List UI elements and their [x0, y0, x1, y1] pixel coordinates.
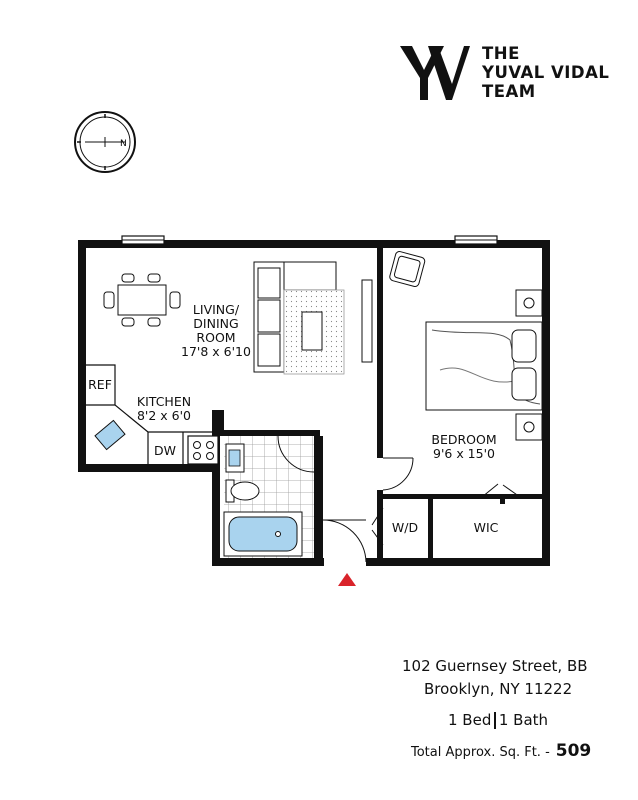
compass-north-letter: N: [120, 139, 127, 149]
armchair-icon: [389, 251, 426, 288]
sqft-value: 509: [555, 741, 592, 761]
kitchen-counters: [86, 364, 212, 464]
bathtub-icon: [223, 511, 303, 557]
wic-label: WIC: [474, 520, 499, 535]
bedroom-name: BEDROOM: [431, 432, 496, 447]
nightstand-top-icon: [515, 289, 543, 317]
address-line-1: 102 Guernsey Street, BB: [402, 657, 588, 675]
beds-count: 1 Bed: [448, 711, 492, 729]
brand-name-line-2: YUVAL VIDAL: [482, 63, 610, 82]
dining-table-icon: [103, 273, 181, 327]
floor-plan: N: [74, 111, 550, 586]
kitchen-label: KITCHEN 8'2 x 6'0: [137, 394, 191, 423]
baths-count: 1 Bath: [498, 711, 549, 729]
bedroom-label: BEDROOM 9'6 x 15'0: [431, 432, 496, 461]
nightstand-bottom-icon: [515, 413, 543, 441]
living-name-line-2: DINING: [193, 316, 238, 331]
living-room-label: LIVING/ DINING ROOM 17'8 x 6'10: [181, 302, 251, 359]
dw-label: DW: [154, 443, 176, 458]
address-line-2: Brooklyn, NY 11222: [424, 680, 573, 698]
living-name-line-3: ROOM: [196, 330, 235, 345]
entry-door: [322, 519, 367, 563]
tv-console-icon: [361, 279, 373, 363]
ref-label: REF: [88, 377, 112, 392]
brand-name-line-1: THE: [482, 44, 520, 63]
walls: [78, 240, 550, 566]
bed-bath-divider: [494, 711, 496, 729]
compass-icon: N: [74, 111, 136, 173]
kitchen-dimensions: 8'2 x 6'0: [137, 408, 191, 423]
wd-door: [371, 507, 384, 546]
kitchen-name: KITCHEN: [137, 394, 191, 409]
bathroom-door: [277, 435, 315, 473]
brand-name: THE YUVAL VIDAL TEAM: [482, 44, 609, 101]
stove-icon: [187, 435, 219, 465]
bed-icon: [425, 321, 543, 411]
bedroom-door: [382, 457, 414, 491]
toilet-icon: [225, 479, 260, 503]
living-dimensions: 17'8 x 6'10: [181, 344, 251, 359]
bedroom-dimensions: 9'6 x 15'0: [433, 446, 495, 461]
windows: [121, 235, 498, 245]
wd-label: W/D: [392, 520, 418, 535]
wic-door: [481, 483, 521, 498]
sqft-label: Total Approx. Sq. Ft. -: [411, 745, 550, 760]
yuval-vidal-logo: [400, 46, 470, 100]
coffee-table-icon: [301, 311, 323, 351]
square-footage: Total Approx. Sq. Ft. - 509: [411, 741, 638, 761]
living-name-line-1: LIVING/: [193, 302, 240, 317]
brand-name-line-3: TEAM: [482, 82, 536, 101]
vanity-sink-icon: [225, 443, 245, 473]
bed-bath-summary: 1 Bed 1 Bath: [448, 711, 638, 729]
entry-marker-icon: [338, 573, 356, 586]
sink-icon: [94, 419, 126, 451]
